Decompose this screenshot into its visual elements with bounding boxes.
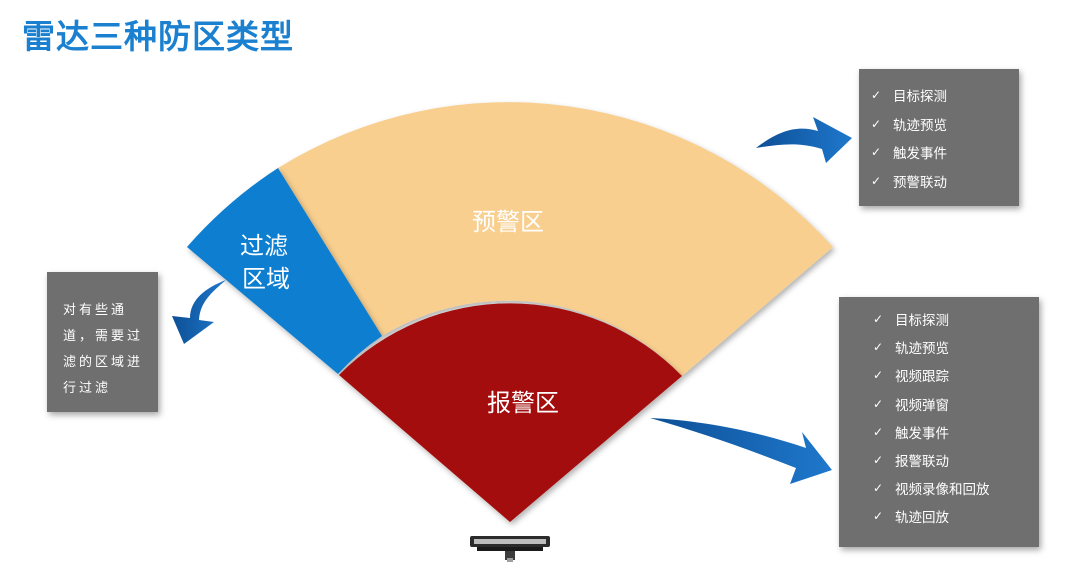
list-item-label: 轨迹预览 bbox=[895, 341, 949, 358]
alarm-function-list: ✓ 目标探测 ✓ 轨迹预览 ✓ 视频跟踪 ✓ 视频弹窗 ✓ 触发事件 ✓ 报警联动 ✓ 视频录像和回放 ✓ 轨… bbox=[839, 297, 1039, 547]
list-item-label: 触发事件 bbox=[893, 146, 947, 163]
list-item-label: 目标探测 bbox=[893, 89, 947, 106]
arrow-to-alarm-list bbox=[650, 418, 832, 484]
list-item: ✓ 视频弹窗 bbox=[873, 390, 1039, 418]
check-icon: ✓ bbox=[873, 481, 884, 496]
radar-device-icon bbox=[470, 536, 550, 562]
alarm-zone-label: 报警区 bbox=[487, 389, 559, 417]
filter-zone-label-line1: 过滤 bbox=[240, 232, 288, 260]
list-item: ✓ 触发事件 bbox=[871, 138, 1019, 167]
check-icon: ✓ bbox=[871, 116, 882, 131]
arrow-to-filter-note bbox=[172, 280, 226, 344]
list-item-label: 报警联动 bbox=[895, 454, 949, 471]
list-item-label: 预警联动 bbox=[893, 174, 947, 191]
warning-zone bbox=[278, 102, 833, 376]
list-item: ✓ 报警联动 bbox=[873, 446, 1039, 474]
list-item-label: 轨迹回放 bbox=[895, 510, 949, 527]
list-item: ✓ 目标探测 bbox=[873, 305, 1039, 333]
filter-zone bbox=[187, 168, 382, 374]
alarm-zone bbox=[339, 303, 682, 522]
list-item-label: 视频录像和回放 bbox=[895, 482, 990, 499]
list-item: ✓ 预警联动 bbox=[871, 167, 1019, 196]
check-icon: ✓ bbox=[873, 424, 884, 439]
list-item: ✓ 视频录像和回放 bbox=[873, 474, 1039, 502]
filter-zone-label-line2: 区域 bbox=[242, 265, 290, 293]
list-item-label: 目标探测 bbox=[895, 313, 949, 330]
list-item: ✓ 目标探测 bbox=[871, 81, 1019, 110]
check-icon: ✓ bbox=[873, 509, 884, 524]
check-icon: ✓ bbox=[871, 88, 882, 103]
warning-function-list: ✓ 目标探测 ✓ 轨迹预览 ✓ 触发事件 ✓ 预警联动 bbox=[859, 69, 1019, 206]
list-item-label: 视频弹窗 bbox=[895, 397, 949, 414]
check-icon: ✓ bbox=[873, 368, 884, 383]
warning-zone-label: 预警区 bbox=[472, 208, 544, 236]
check-icon: ✓ bbox=[871, 173, 882, 188]
list-item-label: 触发事件 bbox=[895, 425, 949, 442]
list-item: ✓ 触发事件 bbox=[873, 418, 1039, 446]
list-item-label: 轨迹预览 bbox=[893, 117, 947, 134]
list-item: ✓ 轨迹预览 bbox=[871, 110, 1019, 139]
list-item-label: 视频跟踪 bbox=[895, 369, 949, 386]
filter-note-text: 对有些通道，需要过滤的区域进行过滤 bbox=[63, 303, 144, 396]
check-icon: ✓ bbox=[871, 145, 882, 160]
page-title: 雷达三种防区类型 bbox=[22, 17, 294, 56]
list-item: ✓ 轨迹回放 bbox=[873, 502, 1039, 530]
list-item: ✓ 视频跟踪 bbox=[873, 361, 1039, 389]
check-icon: ✓ bbox=[873, 453, 884, 468]
check-icon: ✓ bbox=[873, 312, 884, 327]
check-icon: ✓ bbox=[873, 340, 884, 355]
check-icon: ✓ bbox=[873, 396, 884, 411]
list-item: ✓ 轨迹预览 bbox=[873, 333, 1039, 361]
arrow-to-warning-list bbox=[756, 117, 852, 163]
filter-note-box: 对有些通道，需要过滤的区域进行过滤 bbox=[47, 272, 158, 412]
